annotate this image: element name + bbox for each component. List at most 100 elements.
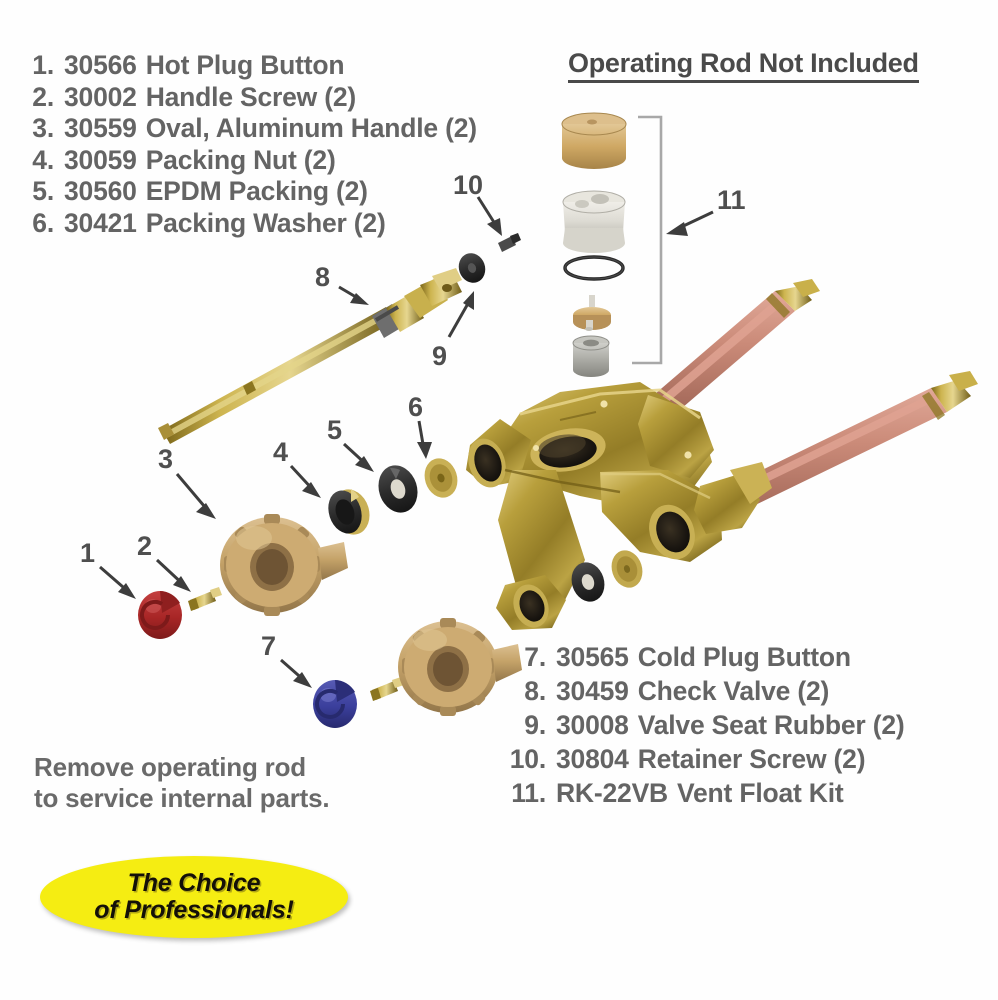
arrow-4 xyxy=(289,464,321,498)
part-description: Oval, Aluminum Handle (2) xyxy=(145,113,477,143)
kit-bracket xyxy=(632,115,663,365)
part-number: 6. xyxy=(32,207,54,238)
part-number: 5. xyxy=(32,176,54,206)
part-number: 9. xyxy=(524,710,546,740)
part-description: Handle Screw (2) xyxy=(145,81,357,112)
part-code: 30560 xyxy=(64,176,137,206)
part-number: 8. xyxy=(524,676,546,706)
copper-pipe-upper xyxy=(648,279,820,420)
part-code: 30459 xyxy=(556,676,629,706)
part-number: 7. xyxy=(524,642,546,672)
cold-plug-button-part xyxy=(313,680,357,728)
callout-number-6: 6 xyxy=(408,392,424,422)
part-number: 3. xyxy=(32,113,54,143)
oval-handle-cold-part xyxy=(398,618,522,716)
parts-list-left: 1. 30566 Hot Plug Button 2. 30002 Handle… xyxy=(26,50,477,239)
callout-number-10: 10 xyxy=(453,170,484,200)
arrow-10 xyxy=(476,196,502,236)
part-spacer xyxy=(54,113,64,145)
part-spacer xyxy=(546,776,556,810)
part-description: Vent Float Kit xyxy=(677,778,844,808)
arrow-11 xyxy=(666,210,714,236)
part-code: 30008 xyxy=(556,710,629,740)
arrow-2 xyxy=(155,558,191,592)
part-spacer xyxy=(54,82,64,114)
part-row: 4. 30059 Packing Nut (2) xyxy=(26,145,477,177)
callout-number-2: 2 xyxy=(137,531,153,561)
part-spacer xyxy=(54,176,64,208)
choice-of-professionals-badge: The Choice of Professionals! xyxy=(40,856,348,938)
part-code: RK-22VB xyxy=(556,778,668,808)
service-note-line-1: Remove operating rod xyxy=(34,752,306,782)
callout-arrows xyxy=(99,196,714,688)
service-note-line-2: to service internal parts. xyxy=(34,783,330,813)
packing-washer-hot-part xyxy=(424,458,458,498)
part-description: Hot Plug Button xyxy=(145,50,345,80)
handle-screw-cold-part xyxy=(370,677,404,701)
hot-handle-stack xyxy=(138,458,458,639)
part-code: 30566 xyxy=(64,50,137,80)
badge-text: The Choice of Professionals! xyxy=(40,856,348,938)
part-description: Packing Washer (2) xyxy=(145,207,386,238)
part-row: 6. 30421 Packing Washer (2) xyxy=(26,208,477,240)
part-code: 30059 xyxy=(64,144,137,175)
parts-list-right: 7. 30565 Cold Plug Button 8. 30459 Check… xyxy=(506,640,905,810)
badge-line-1: The Choice xyxy=(127,869,261,897)
part-spacer xyxy=(546,742,556,776)
part-description: EPDM Packing (2) xyxy=(145,176,368,206)
valve-body-casting xyxy=(466,382,772,630)
part-row: 10. 30804 Retainer Screw (2) xyxy=(506,742,905,776)
float-cup-part xyxy=(562,190,626,253)
part-number: 10. xyxy=(509,744,546,774)
part-row: 8. 30459 Check Valve (2) xyxy=(506,674,905,708)
callout-number-4: 4 xyxy=(273,437,289,467)
part-description: Packing Nut (2) xyxy=(145,144,336,175)
arrow-7 xyxy=(280,658,312,688)
epdm-packing-hot-part xyxy=(378,465,418,513)
part-code: 30421 xyxy=(64,207,137,238)
part-code: 30565 xyxy=(556,642,629,672)
part-number: 4. xyxy=(32,144,54,175)
float-body-part xyxy=(573,295,611,331)
cold-handle-stack xyxy=(313,618,522,728)
callout-number-5: 5 xyxy=(327,415,343,445)
badge-line-2: of Professionals! xyxy=(94,896,294,924)
part-code: 30804 xyxy=(556,744,629,774)
operating-rod-group xyxy=(158,233,521,444)
part-row: 7. 30565 Cold Plug Button xyxy=(506,640,905,674)
callout-number-9: 9 xyxy=(432,341,448,371)
packing-nut-hot-part xyxy=(328,489,370,535)
arrow-3 xyxy=(175,473,216,519)
part-row: 1. 30566 Hot Plug Button xyxy=(26,50,477,82)
arrow-5 xyxy=(342,442,374,472)
part-spacer xyxy=(54,208,64,240)
operating-rod-note: Operating Rod Not Included xyxy=(568,48,919,83)
callout-number-3: 3 xyxy=(158,444,174,474)
part-description: Retainer Screw (2) xyxy=(637,744,866,774)
callout-number-11: 11 xyxy=(717,185,746,215)
arrow-8 xyxy=(338,285,369,305)
part-code: 30002 xyxy=(64,81,137,112)
part-spacer xyxy=(54,145,64,177)
part-spacer xyxy=(54,50,64,82)
part-row: 9. 30008 Valve Seat Rubber (2) xyxy=(506,708,905,742)
callout-number-7: 7 xyxy=(261,631,277,661)
part-description: Valve Seat Rubber (2) xyxy=(637,710,905,740)
part-spacer xyxy=(546,674,556,708)
part-code: 30559 xyxy=(64,113,137,143)
handle-screw-hot-part xyxy=(188,587,222,611)
arrow-1 xyxy=(99,565,136,599)
callout-number-8: 8 xyxy=(315,262,331,292)
part-description: Check Valve (2) xyxy=(637,676,830,706)
float-sleeve-part xyxy=(572,335,610,377)
oval-handle-hot-part xyxy=(220,514,348,616)
part-row: 11. RK-22VB Vent Float Kit xyxy=(506,776,905,810)
callout-number-1: 1 xyxy=(80,538,96,568)
badge-oval-shape xyxy=(40,856,348,938)
float-oring-part xyxy=(563,255,625,281)
part-number: 11. xyxy=(511,778,546,808)
arrow-9 xyxy=(447,291,474,338)
part-number: 1. xyxy=(32,50,54,80)
